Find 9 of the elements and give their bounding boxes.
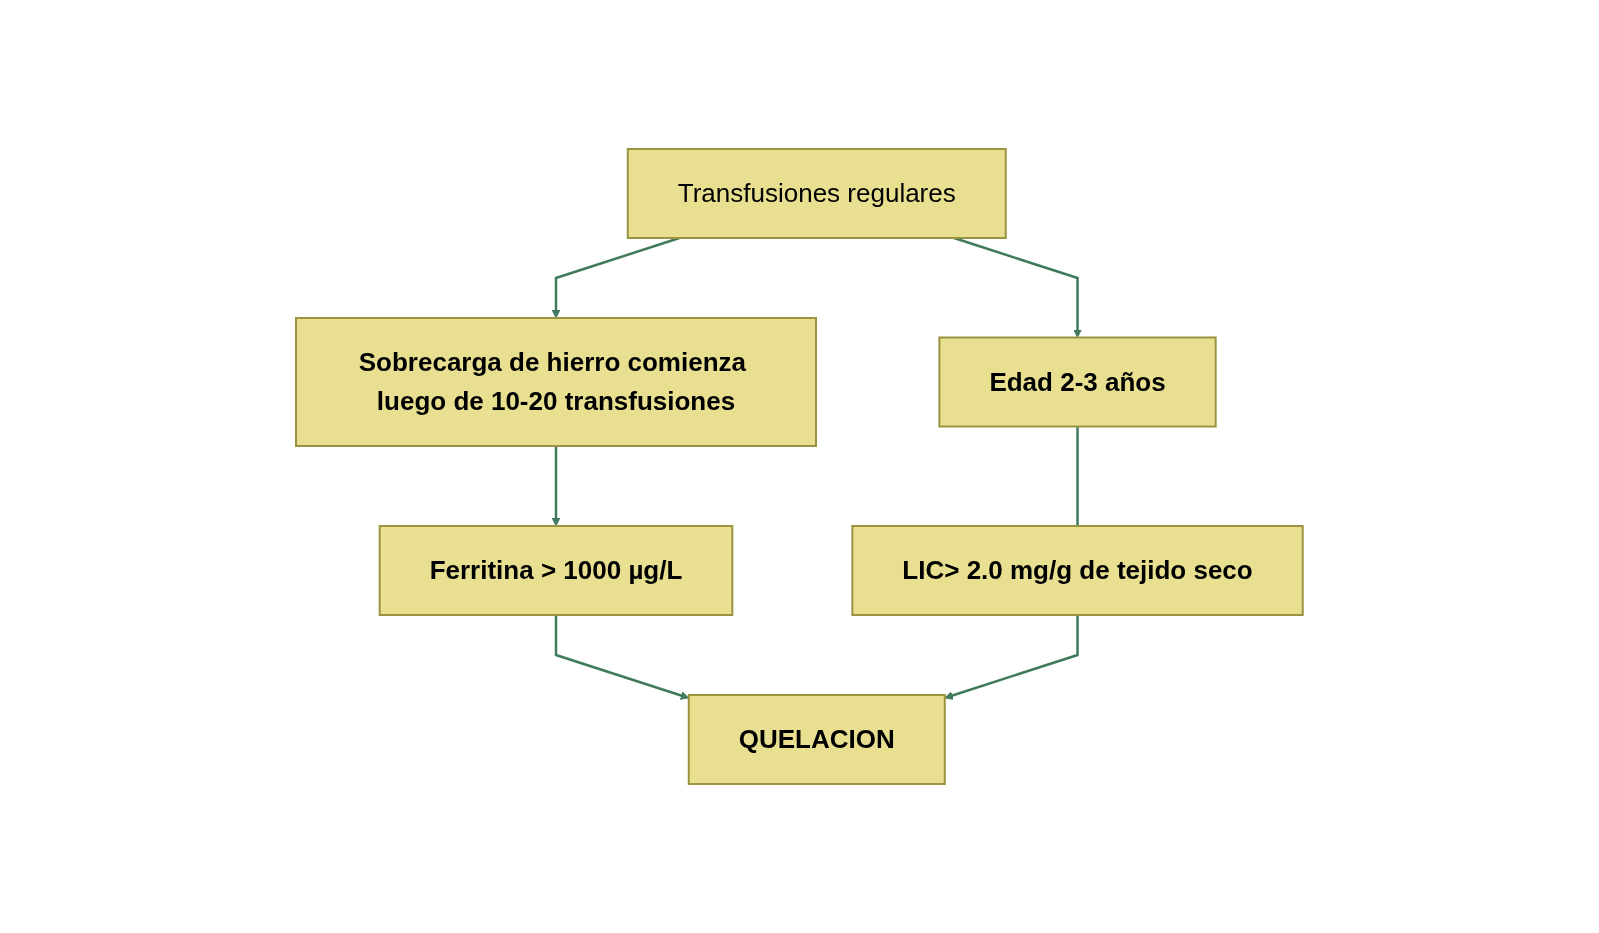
- arrow: [944, 615, 1079, 700]
- node-box: Ferritina > 1000 µg/L: [378, 525, 734, 616]
- node-box: QUELACION: [687, 694, 946, 785]
- node-box: Transfusiones regulares: [626, 148, 1007, 239]
- node-box: Edad 2-3 años: [938, 336, 1217, 428]
- connector: [1076, 426, 1079, 526]
- node-box: LIC> 2.0 mg/g de tejido seco: [851, 525, 1304, 616]
- node-box: Sobrecarga de hierro comienza luego de 10-20 transfusiones: [295, 317, 818, 447]
- arrow: [551, 446, 561, 527]
